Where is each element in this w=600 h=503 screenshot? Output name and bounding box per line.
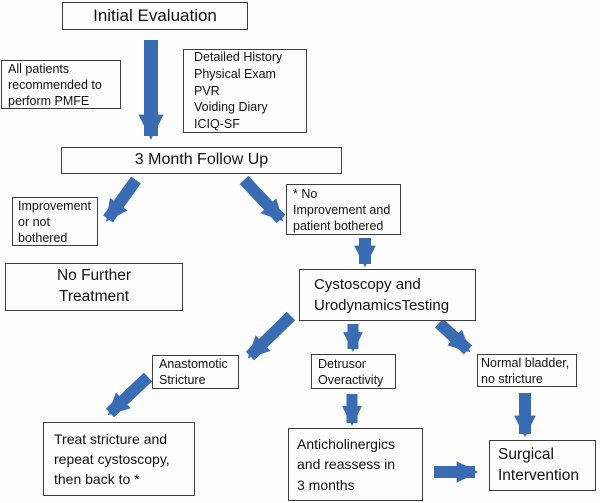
node-anastomotic-stricture: Anastomotic Stricture	[152, 355, 239, 389]
node-initial-evaluation: Initial Evaluation	[62, 2, 248, 30]
arrow-followup-to-no-improvement	[239, 175, 286, 224]
node-anticholinergics: Anticholinergics and reassess in 3 month…	[288, 428, 423, 501]
node-no-further-treatment: No Further Treatment	[5, 263, 183, 311]
node-evaluation-details: Detailed History Physical Exam PVR Voidi…	[183, 49, 307, 133]
arrow-followup-to-improvement	[103, 176, 141, 223]
node-no-improvement-patient-bothered: * No Improvement and patient bothered	[286, 184, 401, 235]
node-detrusor-overactivity: Detrusor Overactivity	[311, 354, 396, 389]
arrow-cystoscopy-to-normal-bladder	[434, 318, 473, 355]
node-surgical-intervention: Surgical Intervention	[489, 440, 596, 491]
node-improvement-or-not-bothered: Improvement or not bothered	[12, 197, 98, 246]
node-pmfe-note: All patients recommended to perform PMFE	[1, 60, 121, 109]
arrow-cystoscopy-to-anastomotic	[245, 311, 296, 361]
arrow-anastomotic-to-treat	[105, 372, 153, 418]
node-three-month-follow-up: 3 Month Follow Up	[61, 147, 342, 174]
node-cystoscopy-urodynamics: Cystoscopy and UrodynamicsTesting	[299, 269, 476, 321]
node-treat-stricture: Treat stricture and repeat cystoscopy, t…	[43, 422, 195, 496]
node-normal-bladder-no-stricture: Normal bladder, no stricture	[477, 354, 577, 387]
